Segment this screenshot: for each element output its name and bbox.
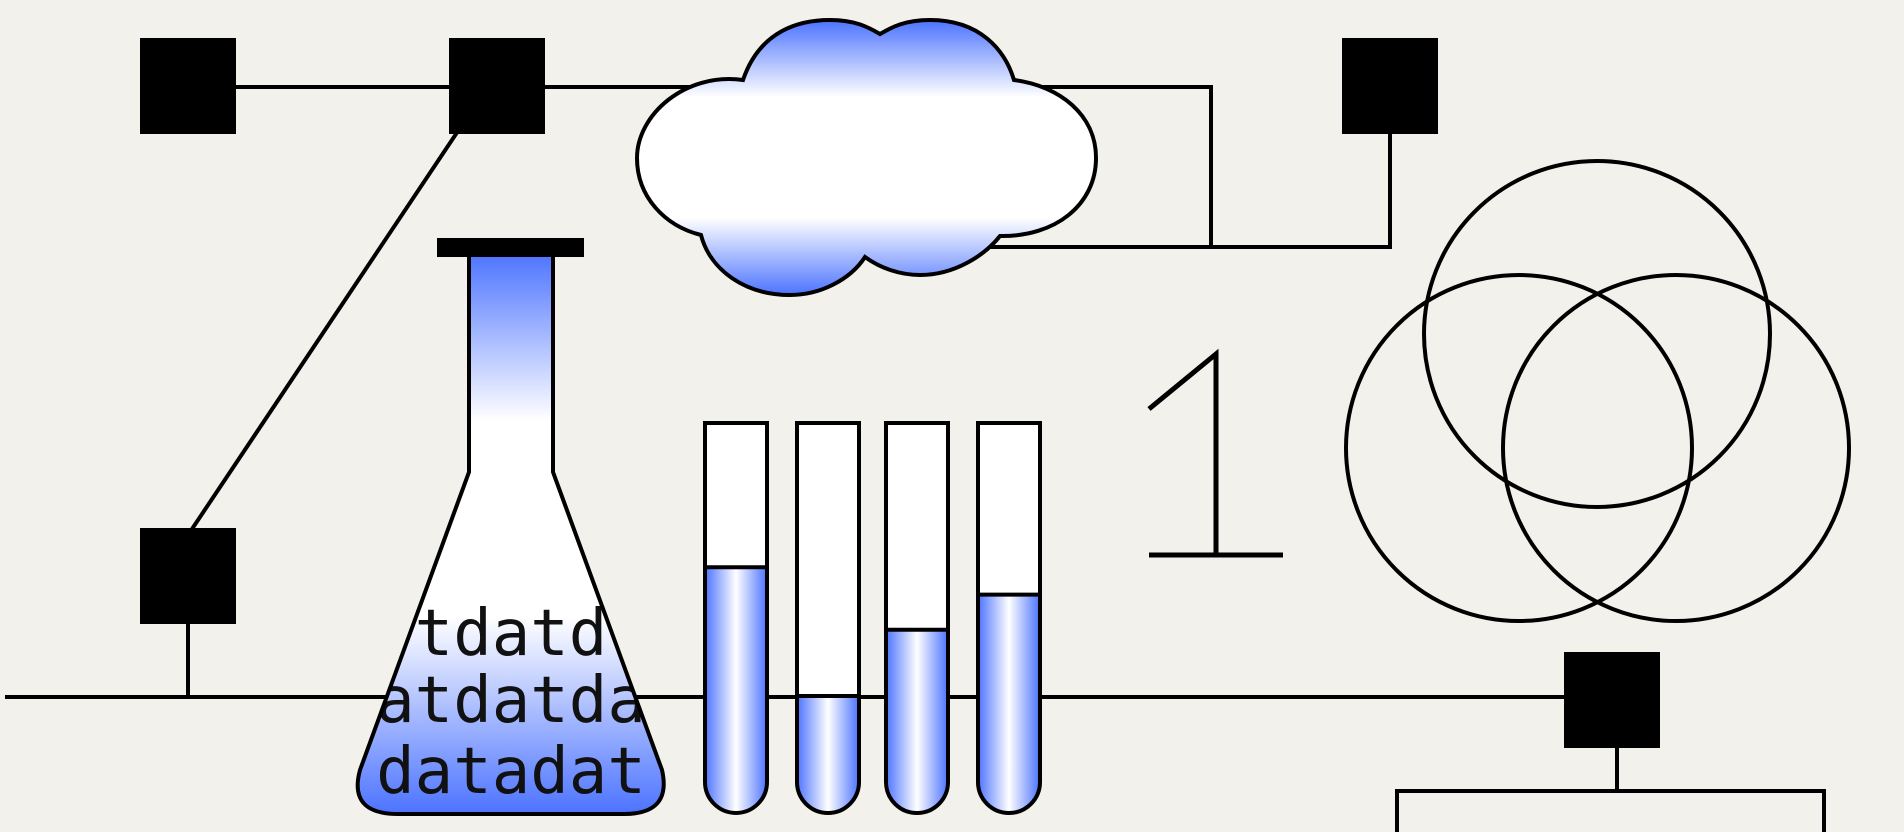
cloud-icon [634,17,1099,298]
flask-text-line: atdatda [376,664,646,738]
diagonal-connector-line [188,126,462,534]
venn-circle-top [1422,159,1772,509]
flask-cap [437,238,584,257]
network-connections [5,85,1826,832]
test-tube-liquid [978,594,1040,813]
test-tubes [703,421,1042,815]
venn-circle-right [1501,273,1851,623]
venn-circle-left [1344,273,1694,623]
cloud-right-connector-line [990,85,1213,249]
flask-icon: tdatd atdatda datadat [355,238,666,816]
test-tube-outline [795,421,861,815]
test-tube-liquid [886,629,948,813]
network-node-square [1342,38,1438,134]
digit-one-glyph [1147,348,1283,558]
network-node-square [140,528,236,624]
test-tube-liquid [797,696,859,813]
flask-text-line: datadat [376,735,646,809]
flask-text-line: tdatd [415,597,608,671]
network-nodes [140,38,1660,748]
network-node-square [449,38,545,134]
venn-diagram [1344,159,1851,623]
test-tube-outline [703,421,769,815]
test-tube-liquid [705,567,767,813]
test-tube-outline [884,421,950,815]
network-node-square [140,38,236,134]
bottom-box-outline [1395,789,1826,832]
test-tube-outline [976,421,1042,815]
network-node-square [1564,652,1660,748]
